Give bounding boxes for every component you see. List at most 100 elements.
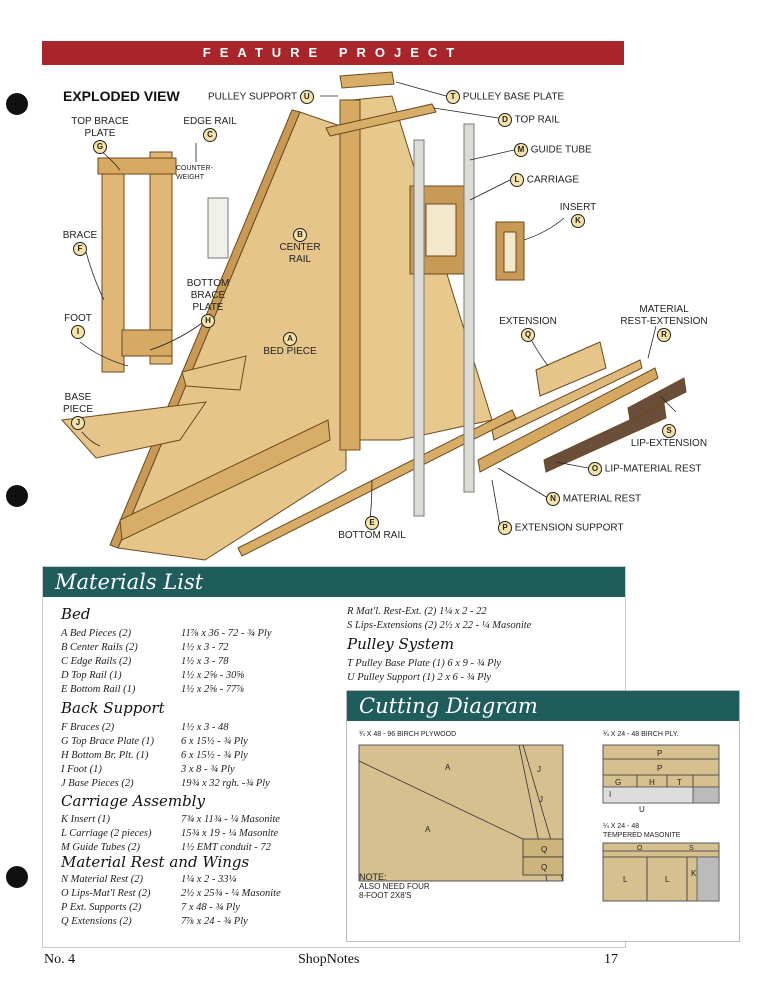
- section-title-carriage-assembly: Carriage Assembly: [61, 792, 205, 810]
- letter-badge-h: H: [201, 314, 215, 328]
- letter-badge-e: E: [365, 516, 379, 530]
- label-pulley-base-plate: T PULLEY BASE PLATE: [446, 90, 564, 104]
- materials-list-header: Materials List: [43, 567, 625, 597]
- list-item: O Lips-Mat'l Rest (2)2½ x 25¾ - ¼ Masoni…: [61, 888, 281, 899]
- list-item: M Guide Tubes (2)1½ EMT conduit - 72: [61, 842, 271, 853]
- letter-badge-i: I: [71, 325, 85, 339]
- part-l-1: L: [623, 875, 628, 884]
- material-rest-notched: [477, 367, 659, 473]
- letter-badge-p: P: [498, 521, 512, 535]
- guide-tube-left: [413, 139, 425, 517]
- label-guide-tube: M GUIDE TUBE: [514, 143, 592, 157]
- list-item: N Material Rest (2)1¼ x 2 - 33¼: [61, 874, 237, 885]
- letter-badge-u: U: [299, 90, 314, 104]
- list-item: G Top Brace Plate (1)6 x 15½ - ¾ Ply: [61, 736, 248, 747]
- letter-badge-g: G: [93, 140, 107, 154]
- pulley-base-plate: [339, 71, 395, 89]
- letter-badge-q: Q: [521, 328, 535, 342]
- list-item: Q Extensions (2)7⅞ x 24 - ¾ Ply: [61, 916, 248, 927]
- feature-project-banner: FEATURE PROJECT: [42, 41, 624, 65]
- board-label-birch-ply: ¾ x 24 - 48 BIRCH PLY.: [603, 731, 679, 738]
- bottom-brace-plate: [121, 329, 173, 357]
- letter-badge-k: K: [571, 214, 585, 228]
- list-item: H Bottom Br. Plt. (1)6 x 15½ - ¾ Ply: [61, 750, 248, 761]
- list-item: R Mat'l. Rest-Ext. (2) 1¼ x 2 - 22: [347, 606, 487, 617]
- list-item: T Pulley Base Plate (1) 6 x 9 - ¾ Ply: [347, 658, 502, 669]
- exploded-view-illustration: [60, 71, 687, 561]
- guide-tube-right: [463, 123, 475, 493]
- board-label-birch-plywood: ¾ x 48 - 96 BIRCH PLYWOOD: [359, 731, 457, 738]
- top-brace-plate: [97, 157, 177, 175]
- letter-badge-m: M: [514, 143, 528, 157]
- center-rail: [339, 99, 361, 451]
- section-title-pulley-system: Pulley System: [347, 635, 455, 653]
- list-item: P Ext. Supports (2)7 x 48 - ¾ Ply: [61, 902, 240, 913]
- brace-left: [101, 159, 125, 373]
- binder-hole-bottom: [6, 866, 28, 888]
- letter-badge-a: A: [283, 332, 297, 346]
- binder-hole-top: [6, 93, 28, 115]
- board-label-masonite-type: TEMPERED MASONITE: [603, 832, 681, 839]
- base-piece-back: [181, 355, 247, 391]
- footer-page-number: 17: [604, 952, 618, 967]
- list-item: C Edge Rails (2)1½ x 3 - 78: [61, 656, 229, 667]
- list-item: B Center Rails (2)1½ x 3 - 72: [61, 642, 229, 653]
- letter-badge-d: D: [498, 113, 512, 127]
- label-counterweight: COUNTER-WEIGHT: [176, 165, 213, 181]
- list-item: U Pulley Support (1) 2 x 6 - ¾ Ply: [347, 672, 492, 683]
- cutting-diagram-title: Cutting Diagram: [359, 694, 538, 718]
- part-q-2: Q: [541, 863, 548, 872]
- part-g: G: [615, 778, 622, 787]
- part-l-2: L: [665, 875, 670, 884]
- list-item: A Bed Pieces (2)11⅞ x 36 - 72 - ¾ Ply: [61, 628, 272, 639]
- part-o: O: [637, 845, 643, 852]
- list-item: L Carriage (2 pieces)15¾ x 19 - ¼ Masoni…: [61, 828, 279, 839]
- footer-issue: No. 4: [44, 952, 76, 967]
- top-rail: [325, 103, 437, 137]
- label-pulley-support: PULLEY SUPPORT U: [208, 90, 314, 104]
- cutting-diagram-boards: [358, 744, 720, 902]
- label-extension-support: P EXTENSION SUPPORT: [498, 521, 624, 535]
- letter-badge-t: T: [446, 90, 460, 104]
- list-item: F Braces (2)1½ x 3 - 48: [61, 722, 229, 733]
- part-i: I: [609, 790, 612, 799]
- list-item: S Lips-Extensions (2) 2½ x 22 - ¼ Masoni…: [347, 620, 532, 631]
- footer-magazine: ShopNotes: [298, 952, 360, 967]
- materials-list-panel: Materials List Bed A Bed Pieces (2)11⅞ x…: [42, 566, 626, 948]
- part-a-1: A: [445, 763, 451, 772]
- board-label-masonite-size: ¼ x 24 - 48: [603, 823, 640, 830]
- binder-hole-middle: [6, 485, 28, 507]
- list-item: J Base Pieces (2)19¾ x 32 rgh. -¾ Ply: [61, 778, 270, 789]
- letter-badge-r: R: [657, 328, 671, 342]
- label-lip-material-rest: O LIP-MATERIAL REST: [588, 462, 701, 476]
- letter-badge-j: J: [71, 416, 85, 430]
- part-p-1: P: [657, 749, 663, 758]
- label-top-rail: D TOP RAIL: [498, 113, 560, 127]
- letter-badge-c: C: [203, 128, 217, 142]
- part-t: T: [677, 778, 682, 787]
- part-j-2: J: [539, 795, 543, 804]
- lip-material-rest-strip: [543, 403, 667, 473]
- part-h: H: [649, 778, 655, 787]
- list-item: I Foot (1)3 x 8 - ¾ Ply: [61, 764, 235, 775]
- extension-panel: [535, 341, 607, 397]
- list-item: D Top Rail (1)1½ x 2⅝ - 30⅝: [61, 670, 245, 681]
- cutting-diagram-panel: Cutting Diagram ¾ x 48 - 96 BIRCH PLYWOO…: [346, 690, 740, 942]
- letter-badge-s: S: [662, 424, 676, 438]
- section-title-back-support: Back Support: [61, 699, 165, 717]
- letter-badge-n: N: [546, 492, 560, 506]
